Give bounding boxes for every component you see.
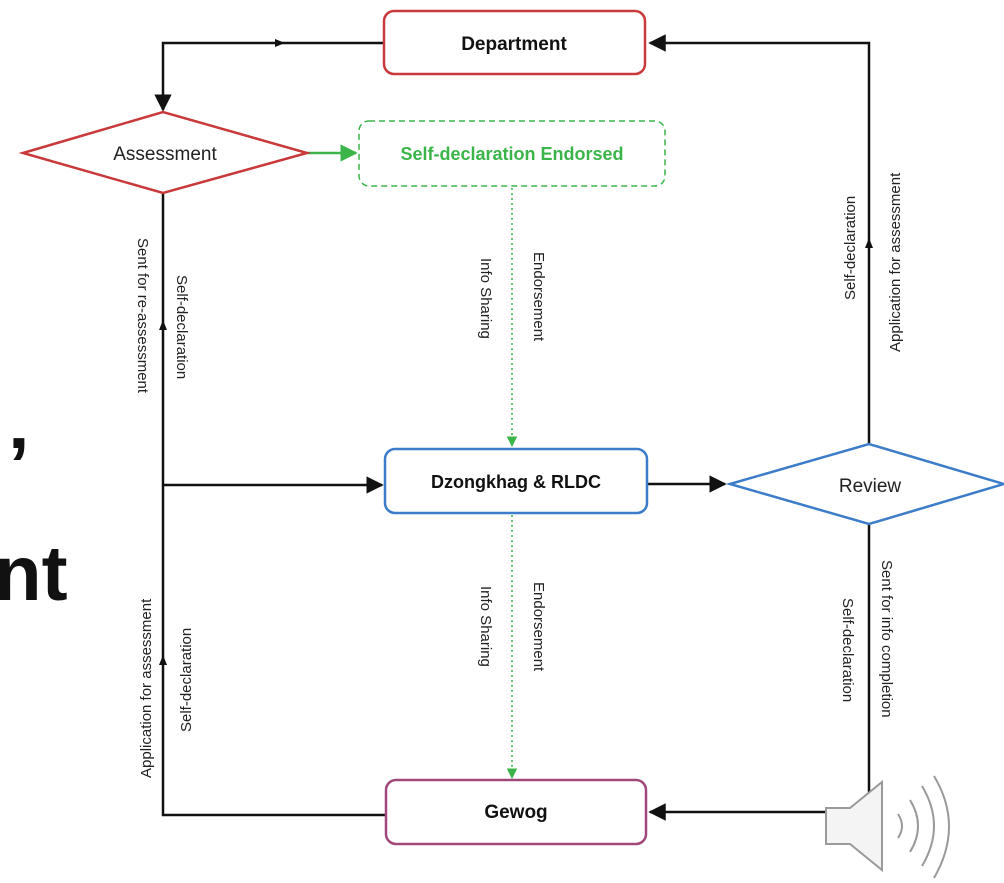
- edge-arrow-right-up: [865, 238, 873, 248]
- label-sent-for-re-assessment: Sent for re-assessment: [134, 238, 151, 394]
- review-label: Review: [839, 476, 902, 497]
- edge-arrow-up-bottom: [159, 655, 167, 665]
- label-sent-for-info-completion: Sent for info completion: [878, 560, 895, 718]
- review-node: [725, 442, 1004, 526]
- assessment-label: Assessment: [113, 144, 217, 165]
- label-right-application-for-assessment: Application for assessment: [887, 172, 904, 352]
- label-mid-top-info-sharing: Info Sharing: [477, 258, 494, 339]
- label-right-bottom-self-declaration: Self-declaration: [839, 598, 856, 702]
- label-left-top-self-declaration: Self-declaration: [173, 275, 190, 379]
- edge-review-to-department: [648, 34, 871, 444]
- background-fragment-2: nt: [0, 529, 68, 617]
- gewog-label: Gewog: [484, 802, 547, 823]
- self-declaration-endorsed-label: Self-declaration Endorsed: [400, 144, 623, 164]
- edge-left-vertical: [161, 193, 385, 817]
- self-declaration-endorsed-node: [358, 120, 666, 187]
- dzongkhag-rldc-label: Dzongkhag & RLDC: [431, 472, 601, 492]
- edge-arrow-mid: [275, 39, 285, 47]
- department-label: Department: [461, 34, 567, 55]
- label-right-top-self-declaration: Self-declaration: [842, 196, 859, 300]
- label-mid-bottom-info-sharing: Info Sharing: [477, 586, 494, 667]
- assessment-node: [18, 110, 312, 195]
- edge-review-to-gewog: [648, 524, 871, 821]
- department-node: [382, 9, 647, 76]
- label-mid-bottom-endorsement: Endorsement: [530, 582, 547, 672]
- edge-department-to-assessment: [154, 41, 384, 112]
- speaker-icon[interactable]: [825, 775, 950, 879]
- background-fragment-1: ’: [8, 421, 30, 509]
- edge-arrow-up-top: [159, 320, 167, 330]
- gewog-node: [384, 778, 648, 846]
- label-left-application-for-assessment: Application for assessment: [138, 598, 155, 778]
- label-mid-top-endorsement: Endorsement: [530, 252, 547, 342]
- label-left-bottom-self-declaration: Self-declaration: [178, 628, 195, 732]
- dzongkhag-rldc-node: [383, 447, 649, 515]
